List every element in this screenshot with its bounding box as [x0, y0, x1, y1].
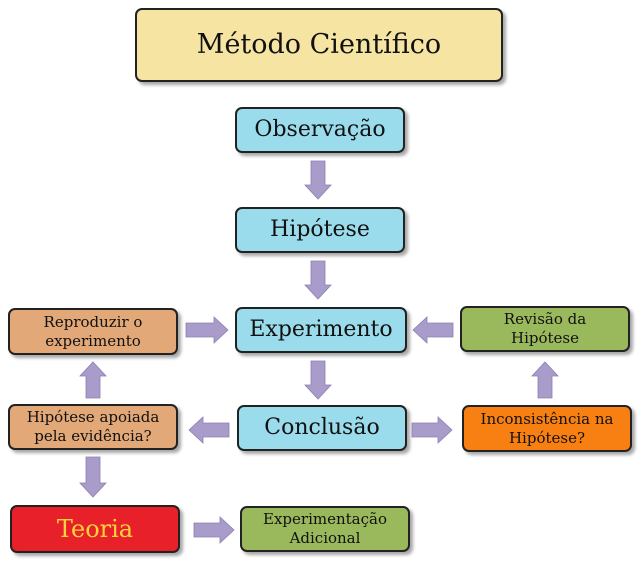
node-label: Hipótese	[270, 217, 370, 243]
node-hipotese: Hipótese	[235, 207, 405, 253]
node-observacao: Observação	[235, 107, 405, 153]
node-inconsistencia: Inconsistência na Hipótese?	[462, 405, 632, 452]
node-apoiada: Hipótese apoiada pela evidência?	[8, 404, 178, 450]
node-teoria: Teoria	[10, 505, 180, 553]
arrow-down-icon	[304, 360, 332, 400]
arrow-up-icon	[531, 361, 559, 399]
diagram-title: Método Científico	[196, 29, 442, 61]
node-conclusao: Conclusão	[237, 405, 407, 451]
node-label: Experimentação Adicional	[263, 510, 387, 547]
arrow-right-icon	[185, 316, 229, 344]
node-adicional: Experimentação Adicional	[240, 506, 410, 552]
node-label: Observação	[254, 117, 386, 143]
node-label: Inconsistência na Hipótese?	[480, 409, 614, 447]
arrow-right-icon	[193, 516, 235, 544]
node-label: Experimento	[249, 317, 393, 343]
arrow-down-icon	[79, 456, 107, 498]
node-revisao: Revisão da Hipótese	[460, 306, 630, 352]
arrow-down-icon	[304, 160, 332, 200]
node-experimento: Experimento	[235, 307, 407, 353]
node-label: Reproduzir o experimento	[43, 312, 143, 350]
arrow-right-icon	[411, 416, 453, 444]
arrow-down-icon	[304, 260, 332, 300]
node-reproduzir: Reproduzir o experimento	[8, 308, 178, 355]
arrow-up-icon	[79, 361, 107, 399]
node-label: Teoria	[56, 515, 134, 543]
node-label: Conclusão	[264, 415, 380, 441]
arrow-left-icon	[188, 416, 230, 444]
arrow-left-icon	[412, 316, 454, 344]
title-box: Método Científico	[135, 8, 503, 82]
node-label: Hipótese apoiada pela evidência?	[26, 408, 160, 445]
node-label: Revisão da Hipótese	[503, 310, 587, 347]
